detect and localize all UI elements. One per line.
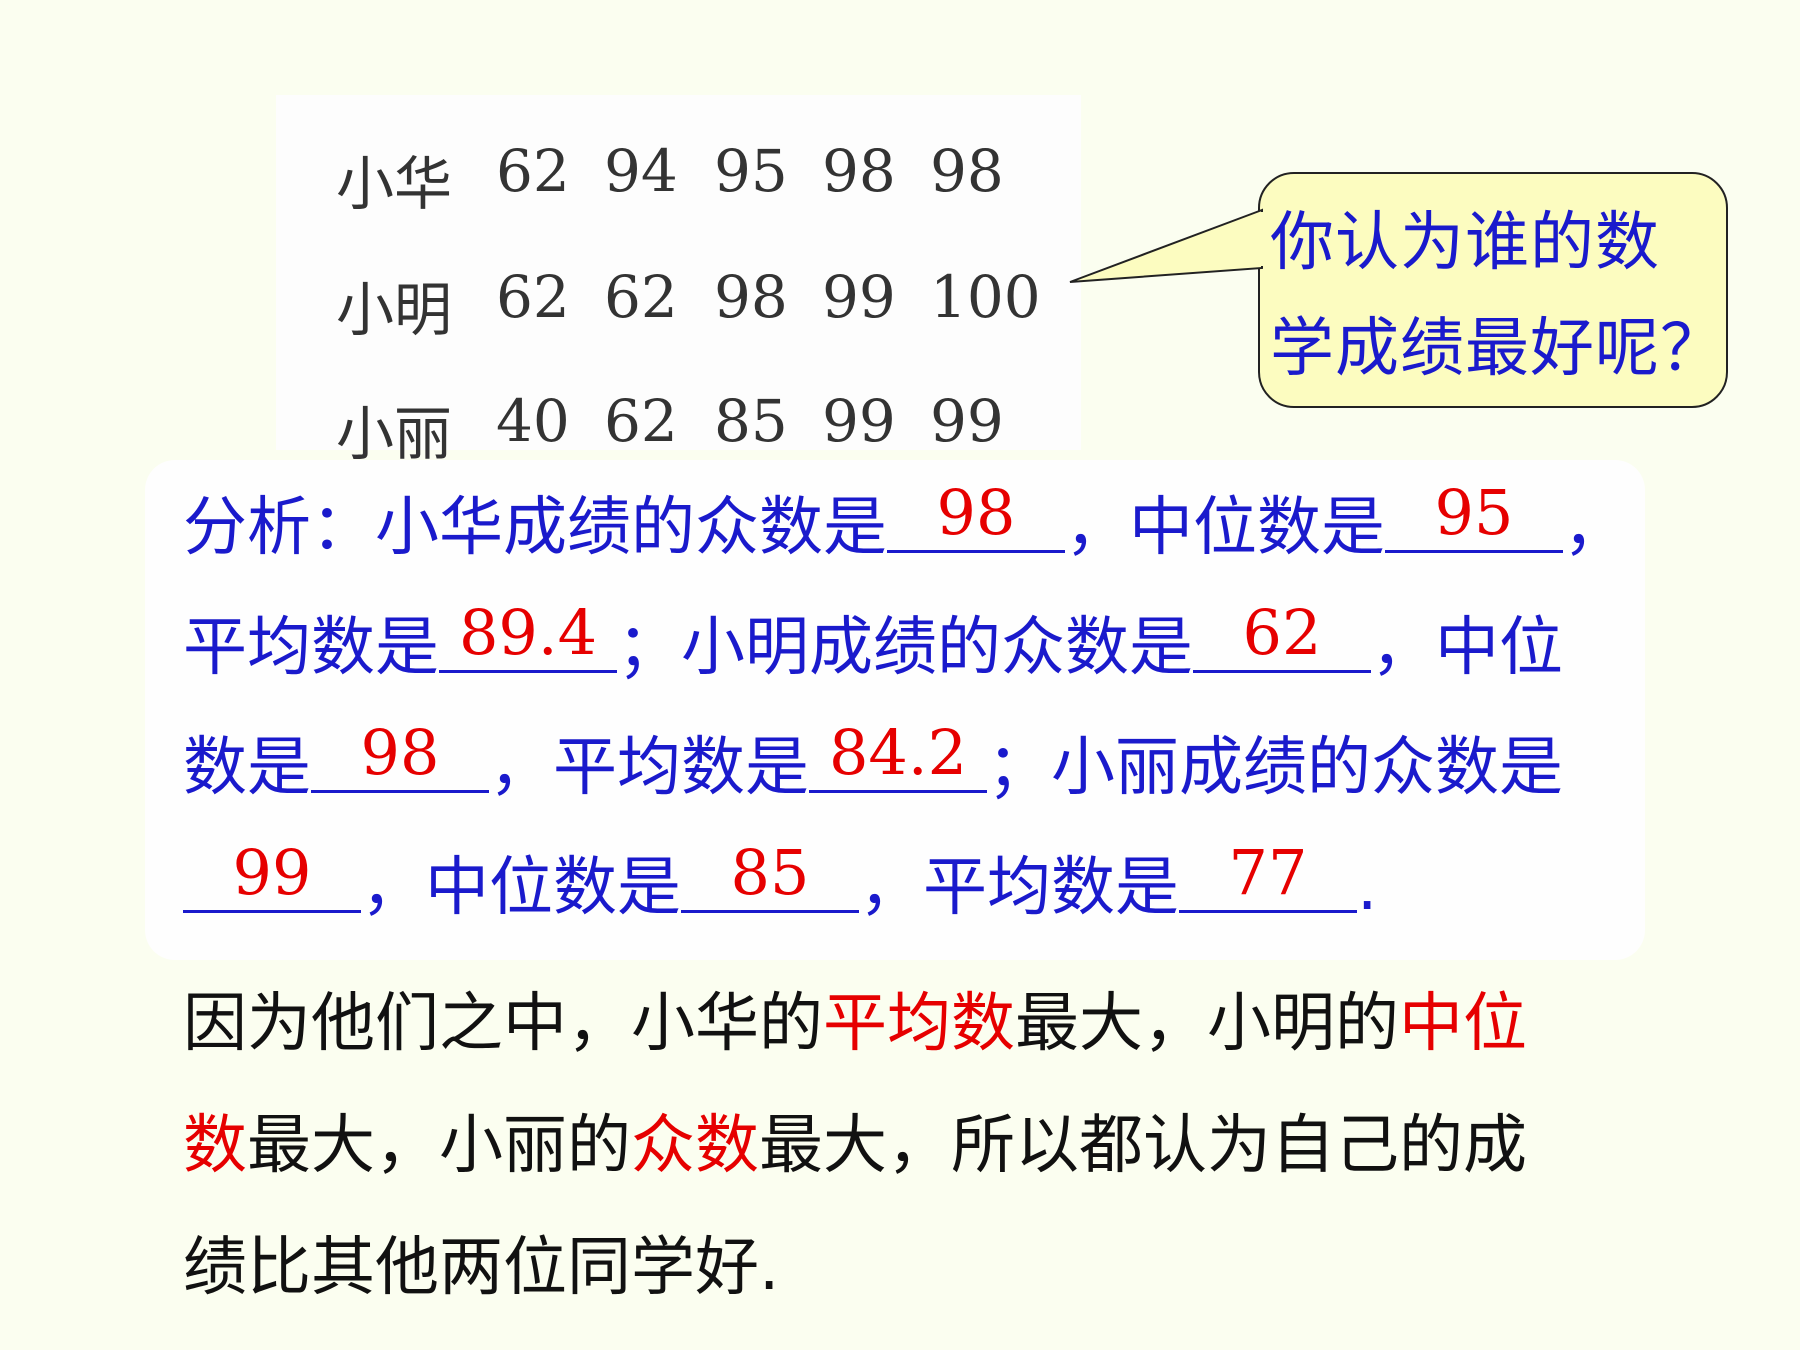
highlight-term: 数 [183,1109,247,1183]
answer-blank: 85 [681,842,859,913]
speech-callout [1258,172,1728,408]
answer-value: 62 [1242,596,1322,669]
score-cell: 99 [822,387,896,455]
student-name: 小明 [336,276,453,344]
answer-value: 95 [1434,476,1514,549]
score-cell: 98 [714,263,788,331]
conclusion-fragment: 因为他们之中，小华的 [183,987,823,1061]
analysis-prompt: ；小明成绩的众数是 [617,611,1193,685]
answer-blank: 98 [887,482,1065,553]
analysis-prompt: ， [1563,491,1627,565]
student-name: 小华 [336,150,453,218]
answer-blank: 95 [1385,482,1563,553]
conclusion-line: 因为他们之中，小华的平均数最大，小明的中位 [183,963,1683,1085]
analysis-prompt: . [1357,851,1378,925]
callout-question: 你认为谁的数 学成绩最好呢？ [1270,190,1740,402]
answer-value: 89.4 [458,596,598,669]
highlight-term: 平均数 [823,987,1015,1061]
conclusion-fragment: 最大，小明的 [1015,987,1399,1061]
conclusion-text: 因为他们之中，小华的平均数最大，小明的中位 数最大，小丽的众数最大，所以都认为自… [183,963,1683,1329]
score-cell: 95 [714,137,788,205]
analysis-prompt: 平均数是 [183,611,439,685]
conclusion-line: 数最大，小丽的众数最大，所以都认为自己的成 [183,1085,1683,1207]
analysis-prompt: 数是 [183,731,311,805]
answer-value: 85 [730,836,810,909]
analysis-prompt: ，中位 [1371,611,1563,685]
score-cell: 62 [496,137,570,205]
score-cell: 98 [930,137,1004,205]
score-cell: 94 [604,137,678,205]
score-cell: 40 [496,387,570,455]
answer-value: 84.2 [828,716,968,789]
callout-line: 你认为谁的数 [1270,206,1660,280]
answer-blank: 98 [311,722,489,793]
highlight-term: 众数 [631,1109,759,1183]
score-cell: 99 [822,263,896,331]
score-cell: 99 [930,387,1004,455]
score-cell: 62 [604,387,678,455]
answer-value: 98 [936,476,1016,549]
analysis-prompt: ，平均数是 [489,731,809,805]
answer-blank: 89.4 [439,602,617,673]
answer-value: 77 [1228,836,1308,909]
answer-blank: 99 [183,842,361,913]
analysis-panel [145,460,1645,960]
analysis-prompt: ；小丽成绩的众数是 [987,731,1563,805]
conclusion-fragment: 最大，所以都认为自己的成 [759,1109,1527,1183]
answer-value: 99 [232,836,312,909]
score-table: 小华 62 94 95 98 98 小明 62 62 98 99 100 小丽 … [276,95,1081,468]
analysis-prompt: ，中位数是 [1065,491,1385,565]
answer-blank: 62 [1193,602,1371,673]
analysis-prompt: 分析：小华成绩的众数是 [183,491,887,565]
answer-value: 98 [360,716,440,789]
score-cell: 62 [496,263,570,331]
callout-line: 学成绩最好呢？ [1270,312,1725,386]
student-name: 小丽 [336,400,453,468]
answer-blank: 84.2 [809,722,987,793]
conclusion-fragment: 最大，小丽的 [247,1109,631,1183]
conclusion-line: 绩比其他两位同学好. [183,1207,1683,1329]
score-cell: 85 [714,387,788,455]
answer-blank: 77 [1179,842,1357,913]
score-cell: 98 [822,137,896,205]
highlight-term: 中位 [1399,987,1527,1061]
score-cell: 62 [604,263,678,331]
analysis-prompt: ，中位数是 [361,851,681,925]
analysis-prompt: ，平均数是 [859,851,1179,925]
conclusion-fragment: 绩比其他两位同学好. [183,1231,780,1305]
score-cell: 100 [930,263,1041,331]
